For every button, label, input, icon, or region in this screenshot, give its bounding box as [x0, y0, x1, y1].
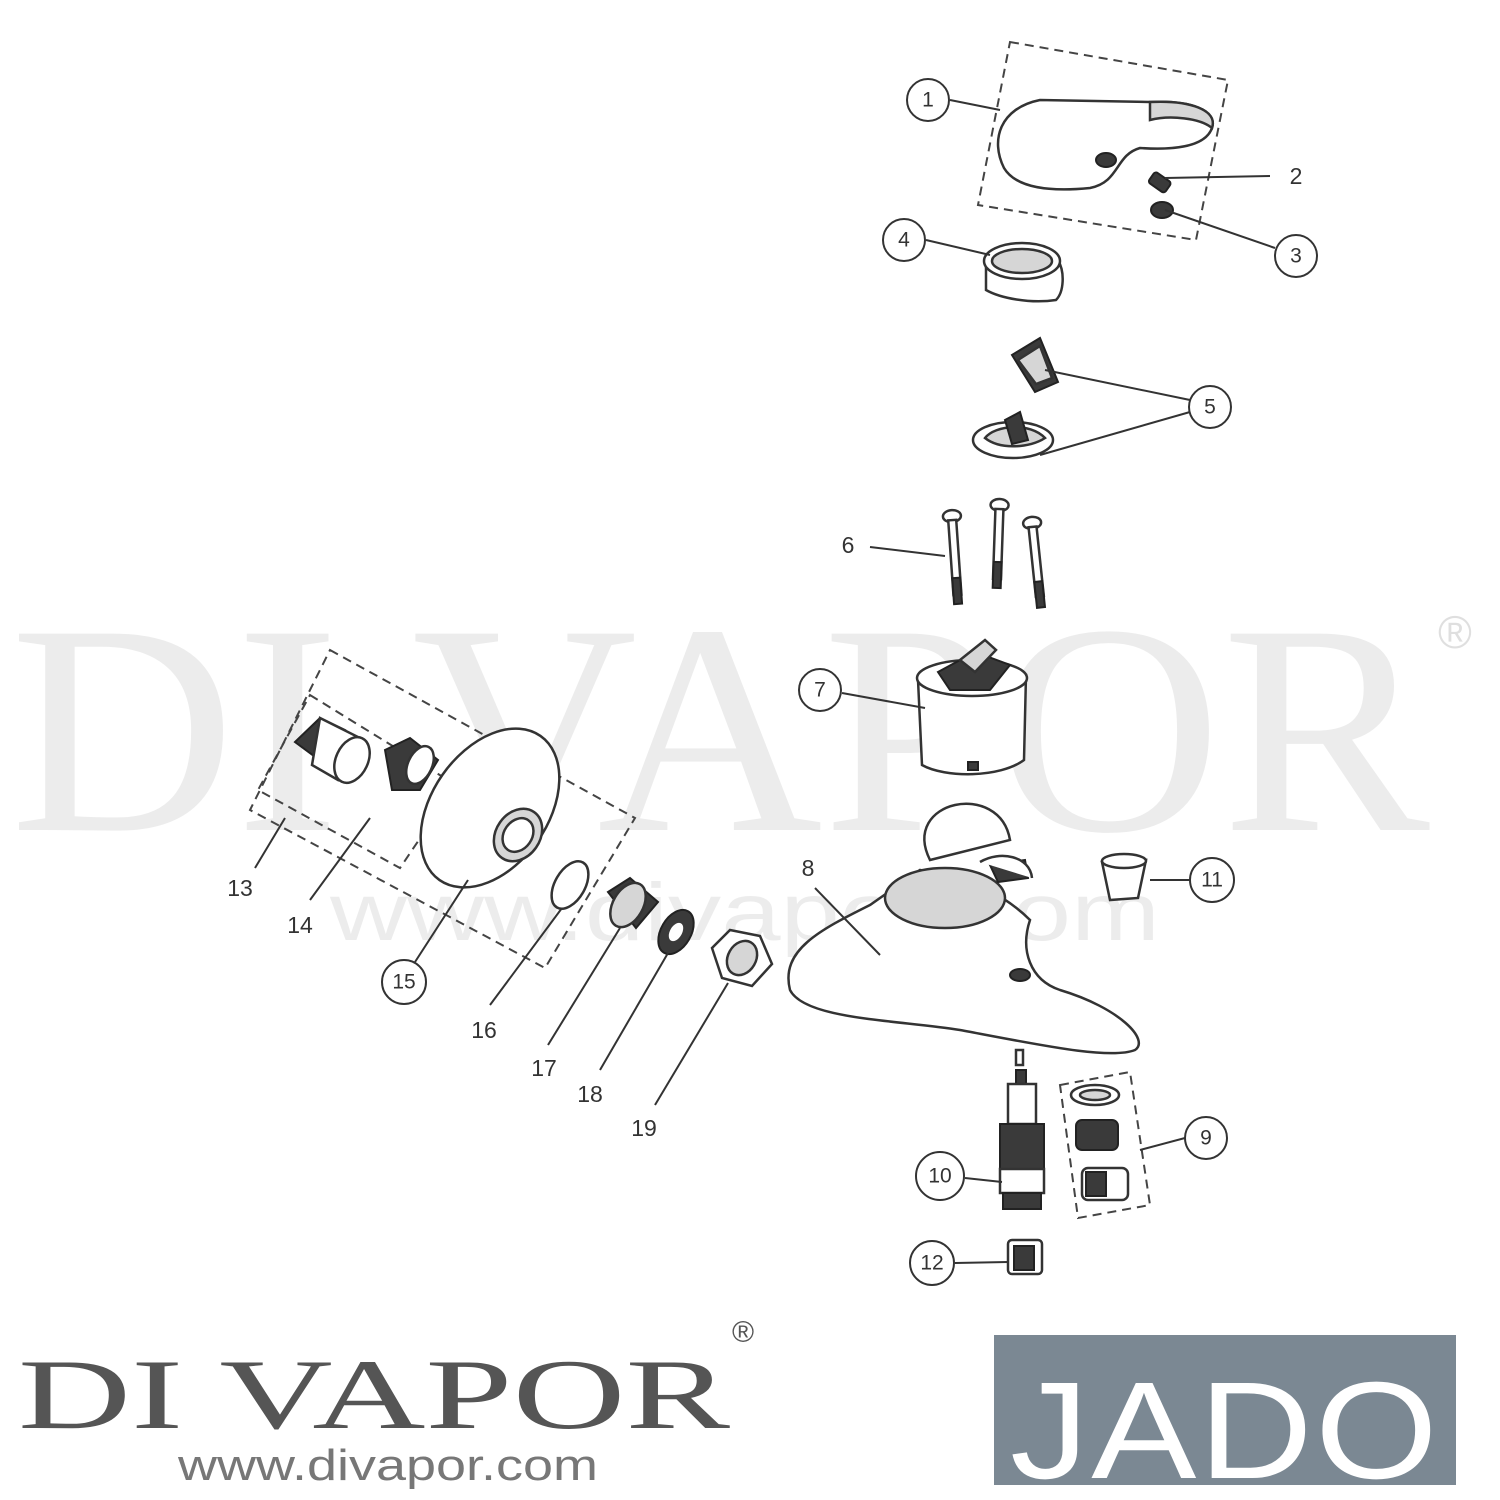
svg-text:4: 4	[898, 229, 910, 252]
kit-box-14	[256, 693, 458, 870]
part-10-diverter	[998, 1069, 1046, 1210]
part-1-lever-handle	[976, 40, 1230, 242]
svg-text:11: 11	[1201, 869, 1223, 892]
footer-branding: DI VAPOR ® www.divapor.com ` JADO	[18, 1299, 1456, 1500]
svg-text:13: 13	[227, 875, 253, 901]
part-7-cartridge	[915, 638, 1029, 776]
callout-7: 7	[798, 668, 842, 712]
callout-18: 18	[577, 1081, 603, 1107]
svg-text:5: 5	[1204, 396, 1216, 419]
callout-2: 2	[1290, 163, 1303, 189]
callout-6: 6	[842, 532, 855, 558]
connection-kit-13	[248, 648, 637, 970]
callout-10: 10	[915, 1151, 965, 1201]
part-17-eccentric	[606, 876, 660, 930]
part-18-washer	[657, 908, 695, 956]
svg-text:1: 1	[922, 89, 934, 112]
jado-logo-accent: `	[1004, 1299, 1029, 1377]
part-2-grub-screw	[1147, 171, 1172, 194]
svg-text:14: 14	[287, 912, 313, 938]
part-5-adaptor-set	[971, 336, 1060, 460]
leader-lines	[254, 99, 1276, 1264]
callout-14: 14	[287, 912, 313, 938]
part-16-o-ring	[550, 860, 590, 910]
callouts: 1 2 3 4 5 6 7 8 9	[227, 78, 1318, 1286]
part-15-escutcheon	[419, 727, 561, 889]
svg-text:19: 19	[631, 1115, 657, 1141]
jado-logo: ` JADO	[994, 1299, 1456, 1500]
callout-3: 3	[1274, 234, 1318, 278]
svg-text:8: 8	[802, 855, 815, 881]
callout-9: 9	[1184, 1116, 1228, 1160]
svg-text:9: 9	[1200, 1127, 1212, 1150]
brand-registered-mark: ®	[732, 1316, 754, 1349]
part-12-nut	[1006, 1238, 1044, 1276]
callout-5: 5	[1188, 385, 1232, 429]
brand-url: www.divapor.com	[177, 1441, 598, 1490]
svg-text:7: 7	[814, 679, 826, 702]
part-4-cover-cap	[982, 241, 1064, 303]
jado-logo-background	[994, 1335, 1456, 1485]
watermark-registered-mark: ®	[1438, 606, 1472, 658]
callout-4: 4	[882, 218, 926, 262]
svg-text:2: 2	[1290, 163, 1303, 189]
jado-logo-text: JADO	[1010, 1354, 1440, 1500]
svg-text:10: 10	[928, 1165, 951, 1188]
part-6-screws	[941, 497, 1047, 609]
callout-8: 8	[802, 855, 815, 881]
part-9-aerator-set	[1058, 1070, 1152, 1220]
watermark-brand: DI VAPOR	[10, 563, 1432, 895]
callout-19: 19	[631, 1115, 657, 1141]
brand-name: DI VAPOR	[18, 1339, 730, 1450]
svg-text:12: 12	[920, 1252, 943, 1275]
callout-13: 13	[227, 875, 253, 901]
callout-1: 1	[906, 78, 950, 122]
callout-17: 17	[531, 1055, 557, 1081]
part-14-connector	[293, 716, 440, 791]
callout-16: 16	[471, 1017, 497, 1043]
callout-15: 15	[381, 959, 427, 1005]
svg-text:15: 15	[392, 971, 415, 994]
part-11-cap	[1100, 852, 1148, 902]
svg-text:18: 18	[577, 1081, 603, 1107]
svg-text:16: 16	[471, 1017, 497, 1043]
kit-box-9	[1058, 1070, 1152, 1220]
part-19-hex-nut	[710, 928, 774, 988]
kit-box-1	[976, 40, 1230, 242]
callout-12: 12	[909, 1240, 955, 1286]
svg-text:6: 6	[842, 532, 855, 558]
part-3-cap	[1150, 201, 1174, 219]
part-8-mixer-body	[787, 802, 1141, 1067]
svg-text:17: 17	[531, 1055, 557, 1081]
callout-11: 11	[1189, 857, 1235, 903]
svg-text:3: 3	[1290, 245, 1302, 268]
